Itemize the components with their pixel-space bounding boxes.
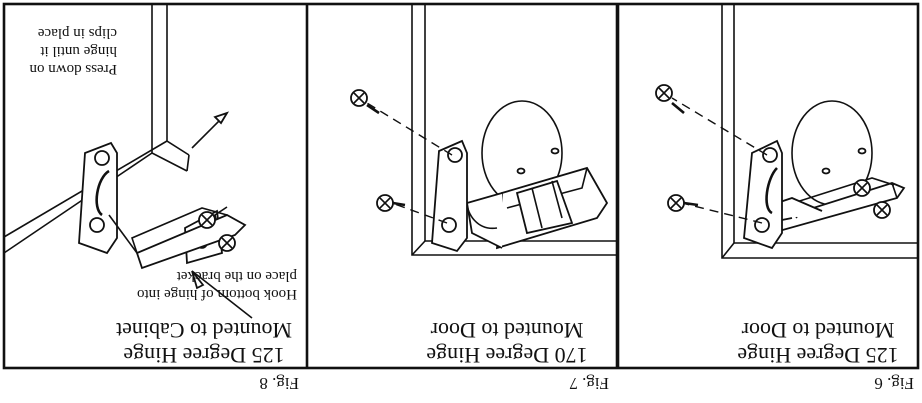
figure-7-caption-line1: 170 Degree Hinge (426, 343, 588, 368)
arrow-icon-head (213, 111, 230, 125)
arrow-icon-head (191, 270, 205, 290)
leader-line (671, 97, 768, 156)
screw-icon (655, 84, 685, 114)
figure-6-caption-line2: Mounted to Door (741, 318, 895, 343)
figure-7-caption-line2: Mounted to Door (430, 318, 584, 343)
figure-6-panel: Fig. 6 125 Degree Hinge Mounted to Door (617, 0, 922, 403)
press-callout-line1: Press down on (29, 61, 117, 77)
screw-icon (667, 194, 699, 212)
washer-icon (516, 167, 526, 175)
leader-line (366, 102, 453, 156)
hook-bracket-callout: Hook bottom of hinge into place on the b… (137, 267, 297, 303)
washer-icon (821, 167, 831, 175)
figure-8-caption-line2: Mounted to Cabinet (116, 318, 292, 343)
hinge-plate (431, 139, 468, 253)
figure-8-panel: Fig. 8 125 Degree Hinge Mounted to Cabin… (0, 0, 307, 403)
hinge-arm (760, 177, 906, 235)
hinge-arm (131, 207, 247, 270)
figure-8-caption-line1: 125 Degree Hinge (123, 343, 285, 368)
figure-8-label: Fig. 8 (259, 374, 299, 393)
figure-6-drawing (617, 2, 920, 370)
figure-6-caption-line1: 125 Degree Hinge (737, 343, 899, 368)
figure-8-frame (2, 2, 307, 370)
figure-7-frame (307, 2, 617, 370)
press-callout-line2: hinge until it (40, 43, 117, 59)
arrow-icon (191, 270, 253, 319)
screw-icon (350, 89, 380, 115)
figure-8-drawing (2, 2, 307, 370)
figure-7-label: Fig. 7 (569, 374, 609, 393)
leader-line (681, 202, 763, 224)
washer-icon (550, 147, 560, 155)
figure-6-label: Fig. 6 (874, 374, 914, 393)
figure-6-frame (617, 2, 920, 370)
figure-8-caption: 125 Degree Hinge Mounted to Cabinet (109, 318, 299, 368)
figure-7-panel: Fig. 7 170 Degree Hinge Mounted to Door (307, 0, 617, 403)
door-slab (721, 4, 918, 259)
hook-callout-line2: place on the bracket (176, 268, 297, 284)
leader-line (391, 202, 448, 224)
press-callout-line3: clips in place (37, 25, 117, 41)
press-down-callout: Press down on hinge until it clips in pl… (29, 24, 117, 78)
figure-7-caption: 170 Degree Hinge Mounted to Door (407, 318, 607, 368)
washer-icon (857, 147, 867, 155)
hinge-plate (78, 141, 138, 255)
figure-6-caption: 125 Degree Hinge Mounted to Door (728, 318, 908, 368)
hook-callout-line1: Hook bottom of hinge into (137, 286, 297, 302)
figure-7-drawing (307, 2, 617, 370)
door-slab (411, 4, 617, 256)
screw-icon (376, 194, 406, 212)
hinge-plate (743, 139, 783, 250)
